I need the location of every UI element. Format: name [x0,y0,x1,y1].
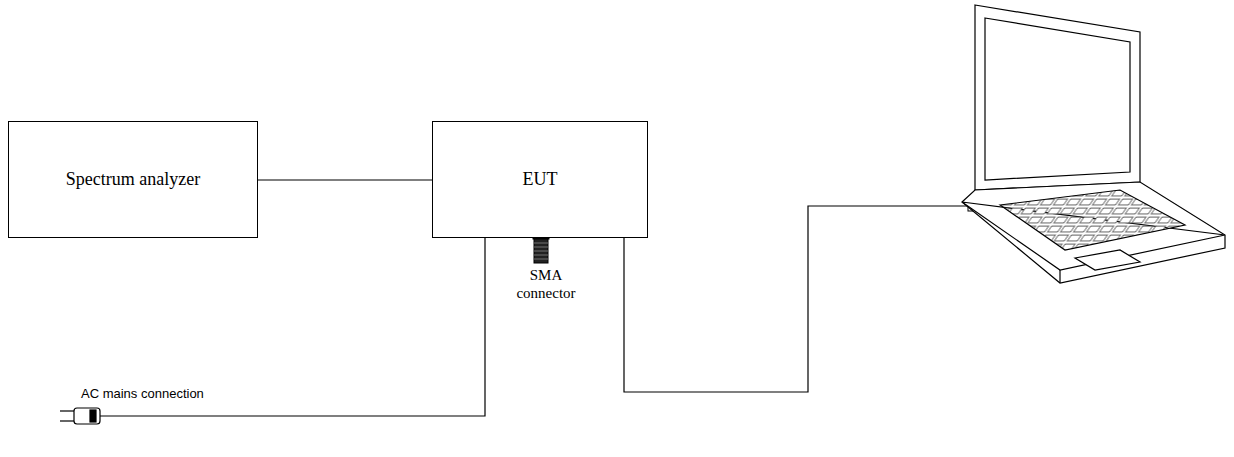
box-title: Spectrum analyzer [58,165,208,194]
instrument-box: Spectrum analyzer [8,121,258,238]
box-title: EUT [515,165,566,194]
laptop [962,5,1225,283]
signal-cable [258,179,432,180]
mains-plug [60,408,100,424]
device-box: EUT [432,121,648,238]
usb-cable [624,206,968,392]
connector-label: SMA connector [511,266,581,302]
cable-label: AC mains connection [81,386,204,402]
